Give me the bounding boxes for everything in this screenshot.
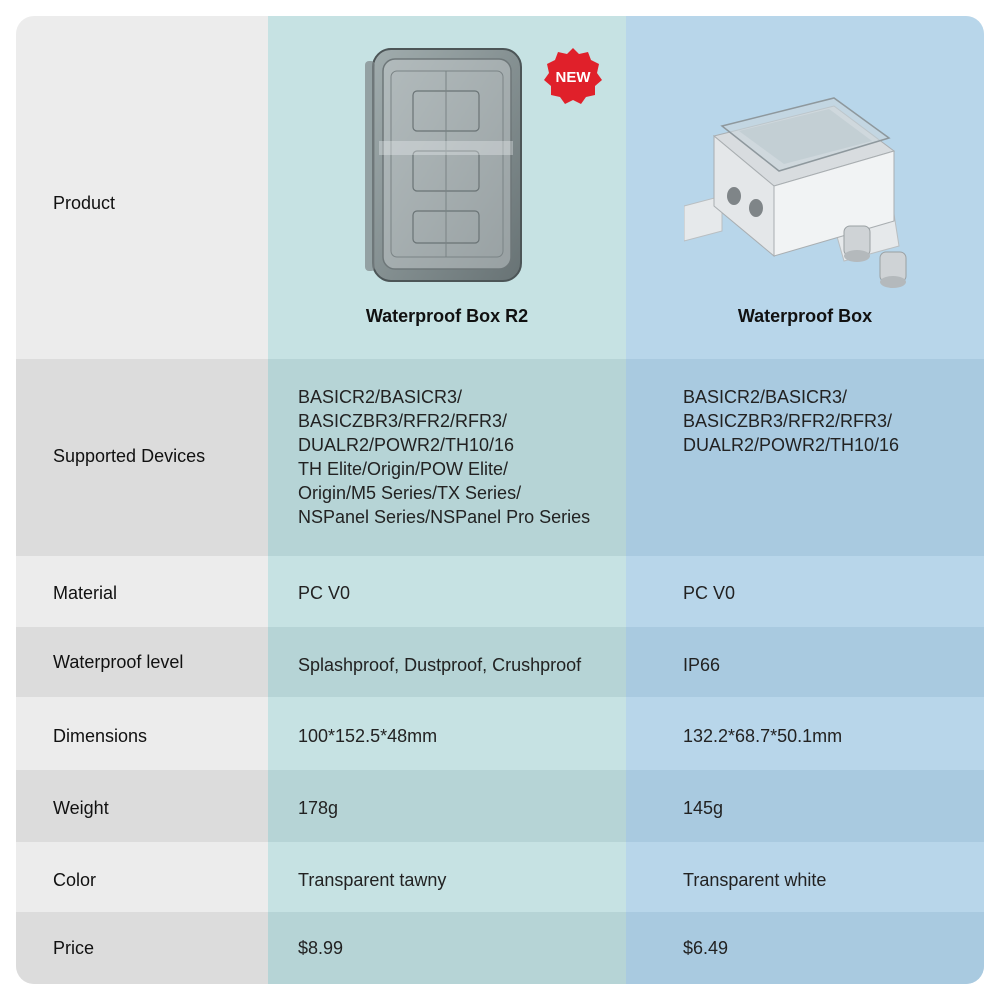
new-badge-icon: NEW bbox=[544, 48, 602, 104]
material-box: PC V0 bbox=[683, 583, 736, 603]
row-label-product: Product bbox=[53, 193, 116, 213]
row-label-price: Price bbox=[53, 938, 95, 958]
product-name-r2: Waterproof Box R2 bbox=[365, 306, 529, 326]
row-label-weight: Weight bbox=[53, 798, 109, 818]
waterproof-level-r2: Splashproof, Dustproof, Crushproof bbox=[298, 655, 582, 675]
row-label-color: Color bbox=[53, 870, 97, 890]
label-column bbox=[16, 16, 268, 984]
supported-devices-r2: BASICR2/BASICR3/ BASICZBR3/RFR2/RFR3/ DU… bbox=[298, 387, 591, 527]
new-badge-text: NEW bbox=[556, 69, 592, 86]
price-r2: $8.99 bbox=[298, 938, 344, 958]
row-label-dimensions: Dimensions bbox=[53, 726, 148, 746]
waterproof-box-r2-image bbox=[365, 48, 522, 282]
supported-devices-box: BASICR2/BASICR3/ BASICZBR3/RFR2/RFR3/ DU… bbox=[683, 387, 900, 455]
waterproof-box-image bbox=[684, 97, 907, 288]
color-box: Transparent white bbox=[683, 870, 827, 890]
row-label-supported-devices: Supported Devices bbox=[53, 446, 206, 466]
row-label-waterproof-level: Waterproof level bbox=[53, 652, 184, 672]
dimensions-box: 132.2*68.7*50.1mm bbox=[683, 726, 843, 746]
color-r2: Transparent tawny bbox=[298, 870, 447, 890]
comparison-table: Product NEW bbox=[16, 16, 984, 984]
row-label-material: Material bbox=[53, 583, 118, 603]
product-name-box: Waterproof Box bbox=[737, 306, 873, 326]
weight-r2: 178g bbox=[298, 798, 339, 818]
waterproof-level-box: IP66 bbox=[683, 655, 721, 675]
price-box: $6.49 bbox=[683, 938, 729, 958]
weight-box: 145g bbox=[683, 798, 724, 818]
dimensions-r2: 100*152.5*48mm bbox=[298, 726, 438, 746]
material-r2: PC V0 bbox=[298, 583, 351, 603]
